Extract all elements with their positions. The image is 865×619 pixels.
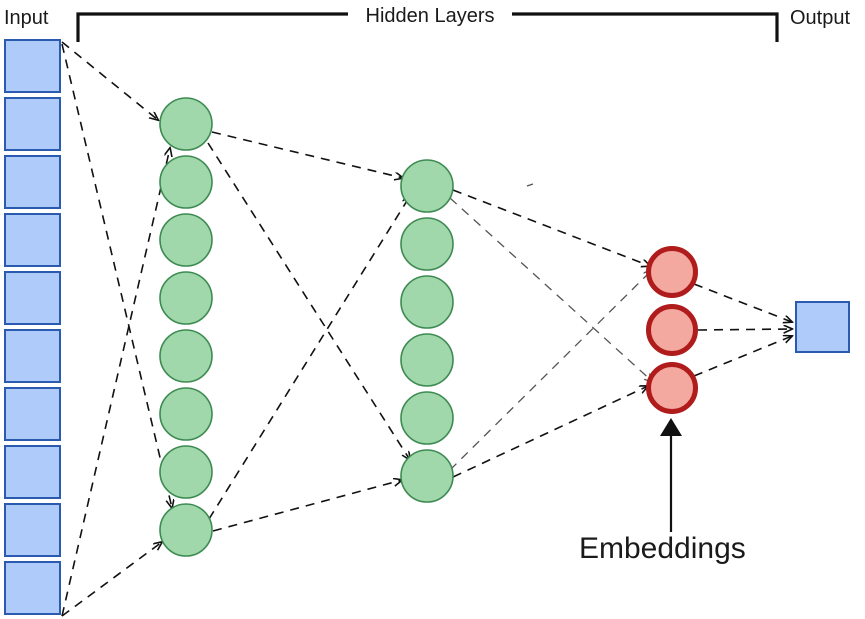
connection-line	[693, 336, 792, 377]
input-layer	[4, 39, 61, 615]
hidden-node[interactable]	[159, 445, 213, 499]
connection-line	[61, 43, 172, 508]
connection-line	[211, 131, 403, 178]
connections-hidden1-to-hidden2	[207, 131, 410, 532]
embeddings-layer	[646, 246, 698, 414]
hidden-node[interactable]	[400, 333, 454, 387]
connection-line	[61, 148, 170, 617]
bracket-left-segment	[76, 12, 348, 42]
hidden-node[interactable]	[159, 155, 213, 209]
output-node[interactable]	[795, 301, 850, 353]
connection-line	[697, 329, 792, 330]
hidden-node[interactable]	[400, 449, 454, 503]
input-node[interactable]	[4, 213, 61, 267]
hidden-layers-label: Hidden Layers	[366, 5, 495, 27]
input-node[interactable]	[4, 271, 61, 325]
output-layer	[795, 301, 850, 353]
connections-input-to-hidden1	[61, 41, 172, 617]
hidden-node[interactable]	[400, 391, 454, 445]
hidden-node[interactable]	[159, 387, 213, 441]
input-node[interactable]	[4, 97, 61, 151]
embedding-node[interactable]	[646, 246, 698, 298]
hidden-layer-1	[159, 97, 213, 557]
connection-line	[61, 542, 162, 617]
input-node[interactable]	[4, 155, 61, 209]
hidden-node[interactable]	[159, 97, 213, 151]
embedding-node[interactable]	[646, 362, 698, 414]
input-node[interactable]	[4, 561, 61, 615]
connection-line	[212, 480, 402, 532]
hidden-node[interactable]	[400, 217, 454, 271]
hidden-node[interactable]	[400, 275, 454, 329]
connection-line	[449, 197, 653, 382]
hidden-node[interactable]	[159, 271, 213, 325]
input-label: Input	[4, 7, 49, 29]
hidden-node[interactable]	[159, 213, 213, 267]
connection-line	[452, 386, 648, 478]
connection-line	[207, 142, 410, 460]
connection-line	[693, 283, 792, 322]
input-node[interactable]	[4, 503, 61, 557]
input-node[interactable]	[4, 329, 61, 383]
stray-dash-artifact	[526, 183, 534, 187]
hidden-node[interactable]	[159, 329, 213, 383]
connection-line	[61, 41, 158, 120]
input-node[interactable]	[4, 39, 61, 93]
hidden-layer-2	[400, 159, 454, 503]
input-node[interactable]	[4, 387, 61, 441]
connection-line	[452, 189, 650, 266]
output-label: Output	[790, 7, 850, 29]
input-node[interactable]	[4, 445, 61, 499]
connections-embeddings-to-output	[693, 283, 792, 377]
connections-hidden2-to-embeddings	[449, 189, 653, 478]
embeddings-label: Embeddings	[579, 532, 746, 565]
hidden-layers-bracket	[76, 12, 779, 42]
bracket-right-segment	[512, 12, 779, 42]
connection-line	[208, 196, 410, 520]
embedding-node[interactable]	[646, 304, 698, 356]
connection-line	[449, 270, 652, 471]
hidden-node[interactable]	[159, 503, 213, 557]
hidden-node[interactable]	[400, 159, 454, 213]
